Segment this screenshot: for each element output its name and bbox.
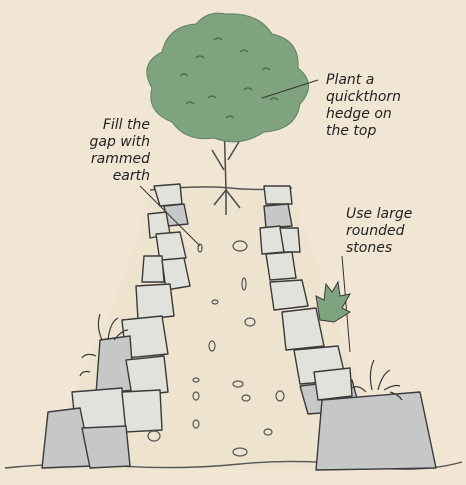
annotation-large-stones: Use large rounded stones	[346, 206, 412, 257]
annotation-fill-gap: Fill the gap with rammed earth	[62, 117, 150, 185]
stone	[270, 280, 308, 310]
stone	[266, 252, 296, 280]
stone	[136, 284, 174, 320]
stone	[282, 308, 324, 350]
annotation-plant-hedge: Plant a quickthorn hedge on the top	[326, 72, 401, 140]
stone	[82, 426, 130, 468]
stone	[314, 368, 352, 400]
stone	[264, 186, 292, 204]
stone	[264, 204, 292, 228]
stone	[122, 390, 162, 432]
stone	[316, 392, 436, 470]
stone	[280, 228, 300, 252]
tree-canopy	[147, 13, 309, 142]
stone	[142, 256, 164, 282]
